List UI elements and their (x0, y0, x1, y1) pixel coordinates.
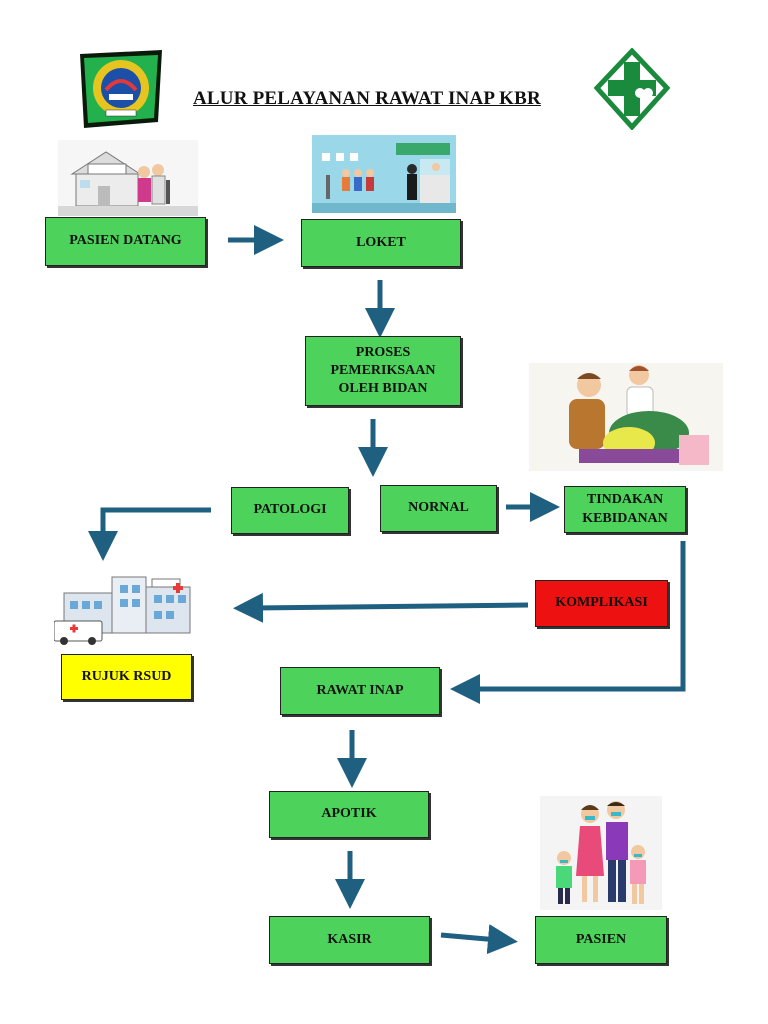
node-label-line: OLEH BIDAN (338, 381, 428, 397)
node-apotik: APOTIK (269, 791, 429, 838)
node-label: PATOLOGI (253, 502, 327, 518)
node-label: KOMPLIKASI (555, 595, 648, 611)
node-pasien-datang: PASIEN DATANG (45, 217, 206, 266)
node-label: RAWAT INAP (316, 682, 404, 698)
patient-arrival-illustration (58, 140, 198, 216)
node-label: PASIEN (575, 931, 627, 947)
family-masks-illustration (540, 796, 662, 910)
node-label-line: PROSES (355, 344, 411, 360)
node-label: LOKET (356, 234, 406, 250)
regional-emblem-logo (80, 50, 162, 128)
node-label: PASIEN DATANG (69, 233, 182, 249)
node-komplikasi: KOMPLIKASI (535, 580, 668, 627)
arrow-kasir-to-pasien (440, 924, 518, 955)
arrow-komplikasi-to-hospital (233, 592, 529, 623)
arrow-tindakan-to-rawat-inap (450, 541, 686, 704)
node-label: KASIR (327, 931, 372, 947)
node-rujuk-rsud: RUJUK RSUD (61, 654, 192, 700)
registration-counter-illustration (312, 135, 456, 213)
node-pasien: PASIEN (535, 916, 667, 964)
midwife-exam-illustration (529, 363, 723, 471)
hospital-ambulance-illustration (54, 573, 194, 645)
node-proses-pemeriksaan: PROSES PEMERIKSAAN OLEH BIDAN (305, 336, 461, 406)
node-tindakan-kebidanan: TINDAKAN KEBIDANAN (564, 486, 686, 533)
arrow-patologi-to-rujuk (88, 507, 211, 561)
node-label: NORNAL (408, 500, 469, 516)
node-loket: LOKET (301, 219, 461, 267)
node-label-line: KEBIDANAN (582, 510, 668, 526)
node-kasir: KASIR (269, 916, 430, 964)
node-patologi: PATOLOGI (231, 487, 349, 534)
node-label: APOTIK (321, 806, 377, 822)
page-title: ALUR PELAYANAN RAWAT INAP KBR (193, 88, 541, 109)
node-label-line: TINDAKAN (586, 492, 664, 508)
node-nornal: NORNAL (380, 485, 497, 532)
puskesmas-logo (594, 48, 670, 130)
node-label: RUJUK RSUD (81, 668, 172, 684)
node-rawat-inap: RAWAT INAP (280, 667, 440, 715)
node-label-line: PEMERIKSAAN (330, 362, 436, 378)
